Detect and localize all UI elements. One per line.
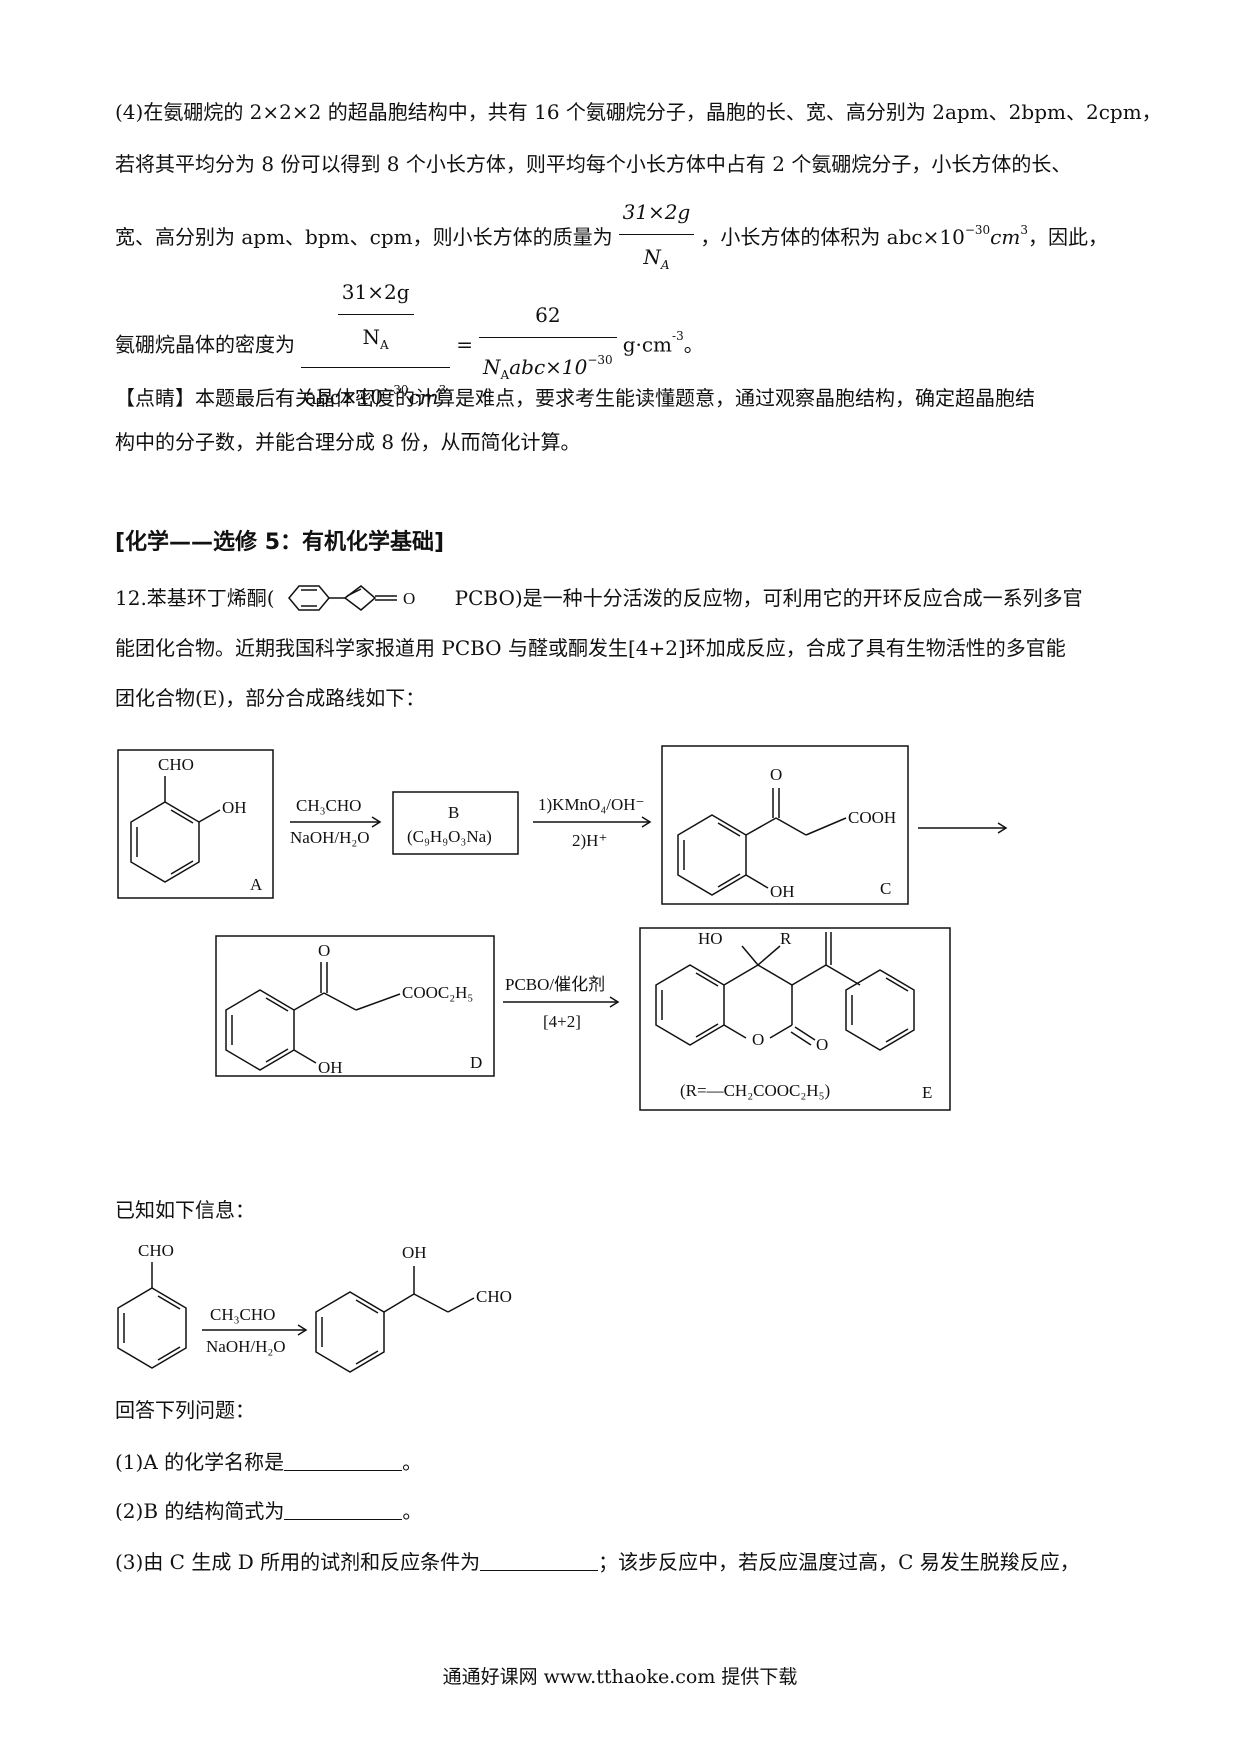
svg-text:O: O — [403, 589, 415, 608]
vol-exp: −30 — [964, 223, 991, 237]
mass-den-sub: A — [660, 258, 670, 272]
a-oh: OH — [222, 798, 247, 817]
answer-blank-3[interactable] — [480, 1552, 599, 1571]
q12-line2: 能团化合物。近期我国科学家报道用 PCBO 与醛或酮发生[4+2]环加成反应，合… — [115, 636, 1066, 660]
b-name: B — [448, 803, 459, 822]
density2-denominator: NAabc×10−30 — [479, 338, 617, 395]
density-den-unit: cm — [408, 385, 439, 409]
step2-bottom: 2)H⁺ — [572, 831, 607, 850]
density-inner-den-n: N — [362, 325, 381, 349]
known-reaction: CHO CH₃CHO NaOH/H₂O OH CHO — [117, 1241, 512, 1373]
question-2-text: (2)B 的结构简式为 — [115, 1499, 285, 1523]
para4-line3-text-a: 宽、高分别为 apm、bpm、cpm，则小长方体的质量为 — [115, 225, 613, 249]
tip-line2: 构中的分子数，并能合理分成 8 份，从而简化计算。 — [115, 430, 581, 454]
c-cooh: COOH — [848, 808, 896, 827]
e-r: R — [780, 929, 792, 948]
para4-line3-text-c: ，因此， — [1027, 225, 1108, 249]
a-cho: CHO — [158, 755, 194, 774]
known-title: 已知如下信息： — [115, 1198, 255, 1222]
e-rdef: (R=—CH₂COOC₂H₅) — [680, 1081, 830, 1100]
density-den-exp: −30 — [383, 383, 409, 397]
q12-line3: 团化合物(E)，部分合成路线如下： — [115, 686, 426, 710]
question-3-text-b: ；该步反应中，若反应温度过高，C 易发生脱羧反应， — [598, 1550, 1080, 1574]
known-oh: OH — [402, 1243, 427, 1262]
question-2: (2)B 的结构简式为 。 — [115, 1497, 422, 1525]
c-o: O — [770, 765, 782, 784]
density-unit-exp: -3 — [672, 329, 684, 343]
question-1-text: (1)A 的化学名称是 — [115, 1450, 285, 1474]
e-ho: HO — [698, 929, 723, 948]
density2-den-n: N — [483, 354, 501, 379]
d-cooet: COOC₂H₅ — [402, 983, 473, 1002]
question-1: (1)A 的化学名称是 。 — [115, 1448, 422, 1476]
d-oh: OH — [318, 1058, 343, 1077]
mass-den-n: N — [643, 245, 661, 269]
density2-numerator: 62 — [479, 295, 617, 338]
step1-bottom: NaOH/H₂O — [290, 828, 370, 847]
equals-sign: = — [456, 332, 474, 357]
synthesis-scheme: CHO OH A CH₃CHO NaOH/H₂O B (C₉H₉O₃Na) 1)… — [117, 745, 1008, 1111]
density-inner-den-sub: A — [380, 338, 389, 352]
d-o: O — [318, 941, 330, 960]
section-heading: [化学——选修 5：有机化学基础] — [115, 530, 445, 555]
question-2-end: 。 — [402, 1499, 423, 1523]
density-inner-den: NA — [338, 315, 414, 365]
step1-top: CH₃CHO — [296, 796, 361, 815]
q12-line1-b: PCBO)是一种十分活泼的反应物，可利用它的开环反应合成一系列多官 — [454, 586, 1083, 610]
page-footer: 通通好课网 www.tthaoke.com 提供下载 — [442, 1666, 798, 1688]
question-3: (3)由 C 生成 D 所用的试剂和反应条件为 ；该步反应中，若反应温度过高，C … — [115, 1548, 1080, 1576]
mass-numerator: 31×2g — [618, 192, 695, 235]
density-denominator: abc×10−30cm3 — [301, 368, 450, 417]
mass-denominator: NA — [619, 235, 695, 285]
step3-bottom: [4+2] — [543, 1012, 581, 1031]
density-inner-num: 31×2g — [337, 272, 414, 315]
e-o-ring: O — [752, 1030, 764, 1049]
question-1-end: 。 — [402, 1450, 423, 1474]
para4-line3-text-b: ，小长方体的体积为 abc×10 — [700, 225, 965, 249]
para4-line1: (4)在氨硼烷的 2×2×2 的超晶胞结构中，共有 16 个氨硼烷分子，晶胞的长… — [115, 100, 1162, 124]
b-formula: (C₉H₉O₃Na) — [407, 827, 492, 846]
step2-top: 1)KMnO₄/OH⁻ — [538, 795, 645, 814]
questions-intro: 回答下列问题： — [115, 1398, 255, 1422]
a-label: A — [250, 875, 263, 894]
vol-unit-exp: 3 — [1020, 223, 1028, 237]
known-cho: CHO — [138, 1241, 174, 1260]
answer-blank-2[interactable] — [284, 1501, 403, 1520]
known-cho-product: CHO — [476, 1287, 512, 1306]
e-o-carbonyl: O — [816, 1035, 828, 1054]
density2-den-exp: −30 — [587, 352, 613, 367]
question-3-text-a: (3)由 C 生成 D 所用的试剂和反应条件为 — [115, 1550, 481, 1574]
c-oh: OH — [770, 882, 795, 901]
q12-line1-a: 12.苯基环丁烯酮( — [115, 586, 275, 610]
vol-unit: cm — [990, 225, 1021, 249]
tip-line1: 【点睛】本题最后有关晶体密度的计算是难点，要求考生能读懂题意，通过观察晶胞结构，… — [115, 386, 1035, 410]
step3-top: PCBO/催化剂 — [505, 975, 605, 994]
known-conditions: NaOH/H₂O — [206, 1337, 286, 1356]
para4-line4-end: 。 — [683, 332, 704, 357]
c-label: C — [880, 879, 891, 898]
density-den-abc: abc×10 — [305, 385, 384, 409]
q12-line1: 12.苯基环丁烯酮( O PCBO)是一种十分活泼的反应物，可利用它的开环反应合成一… — [115, 583, 1083, 613]
para4-line4-text-a: 氨硼烷晶体的密度为 — [115, 332, 295, 357]
answer-blank-1[interactable] — [284, 1452, 403, 1471]
e-label: E — [922, 1083, 932, 1102]
density-unit: g·cm — [622, 332, 673, 357]
d-label: D — [470, 1053, 482, 1072]
pcbo-structure: O — [287, 585, 415, 611]
density2-den-rest: abc×10 — [509, 354, 588, 379]
para4-line2: 若将其平均分为 8 份可以得到 8 个小长方体，则平均每个小长方体中占有 2 个… — [115, 152, 1072, 176]
known-reagent: CH₃CHO — [210, 1305, 275, 1324]
density2-den-sub: A — [500, 367, 510, 382]
density-den-unit-exp: 3 — [438, 383, 447, 397]
